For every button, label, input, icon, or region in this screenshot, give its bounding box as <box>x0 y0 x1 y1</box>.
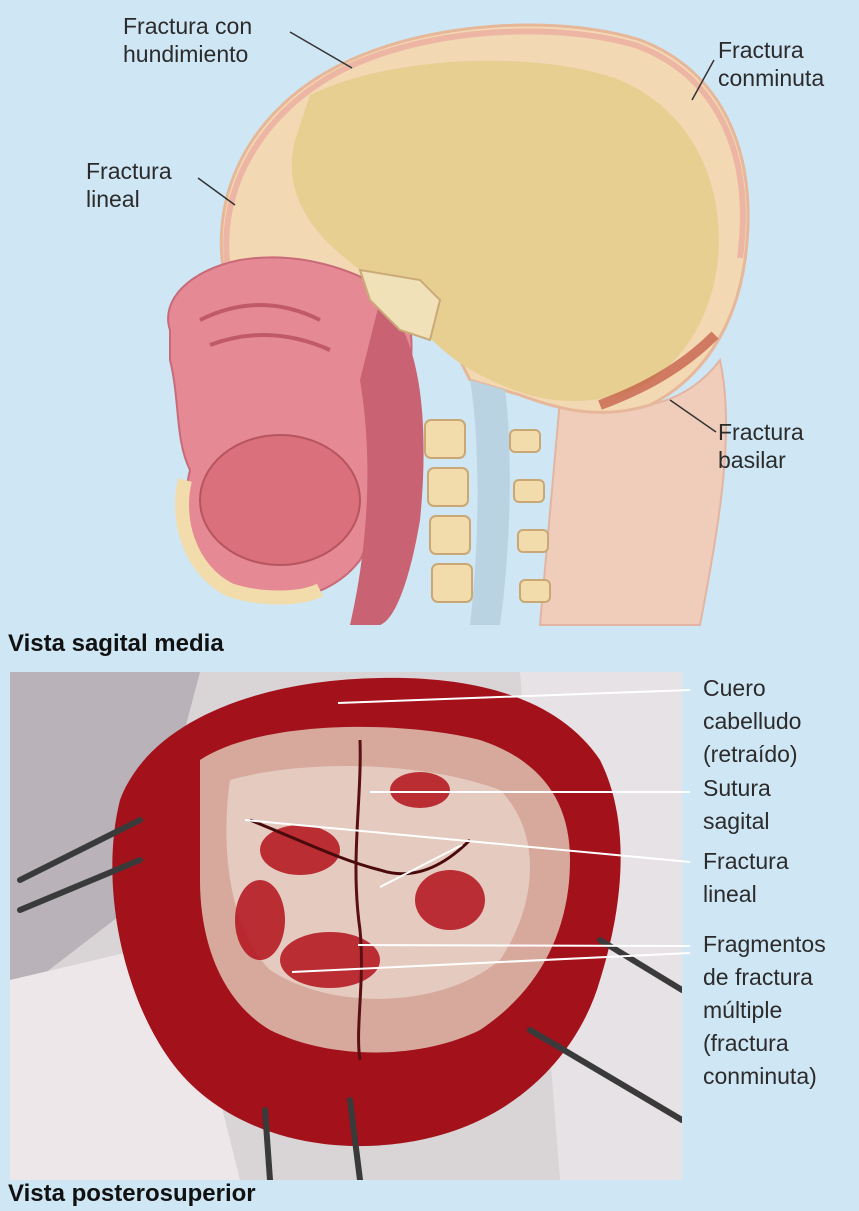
surgical-instruments <box>20 820 682 1180</box>
sagittal-suture <box>356 740 361 1060</box>
label-fractura-lineal-top: Fractura lineal <box>86 157 172 213</box>
label-sutura-sagital: Sutura sagital <box>703 772 771 838</box>
linear-fracture <box>250 820 470 874</box>
label-cuero-cabelludo: Cuero cabelludo (retraído) <box>703 672 801 771</box>
caption-vista-posterosuperior: Vista posterosuperior <box>8 1180 256 1208</box>
label-fractura-con-hundimiento: Fractura con hundimiento <box>123 12 252 68</box>
tongue <box>200 435 360 565</box>
label-fractura-lineal-bottom: Fractura lineal <box>703 845 789 911</box>
caption-vista-sagital-media: Vista sagital media <box>8 630 224 658</box>
leader-lines-bottom <box>245 690 690 972</box>
sagittal-illustration <box>0 0 859 640</box>
exposed-skull <box>200 727 570 1053</box>
retracted-scalp <box>112 678 620 1146</box>
label-fragmentos: Fragmentos de fractura múltiple (fractur… <box>703 928 826 1093</box>
spinal-cord <box>470 380 510 625</box>
label-fractura-basilar: Fractura basilar <box>718 418 804 474</box>
label-fractura-conminuta: Fractura conminuta <box>718 36 824 92</box>
